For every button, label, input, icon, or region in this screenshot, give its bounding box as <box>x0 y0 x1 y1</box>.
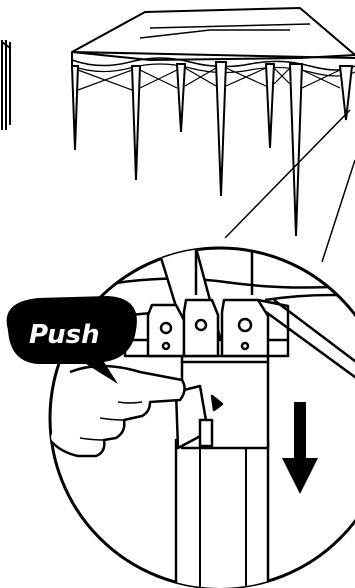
main-pole <box>176 440 268 588</box>
gazebo-canopy <box>72 8 355 76</box>
detail-circle <box>40 240 355 588</box>
partial-gazebo-left-edge <box>2 40 10 130</box>
gazebo-legs <box>72 62 352 236</box>
callout-pointer-lines <box>225 110 355 262</box>
push-label: Push <box>29 320 100 350</box>
